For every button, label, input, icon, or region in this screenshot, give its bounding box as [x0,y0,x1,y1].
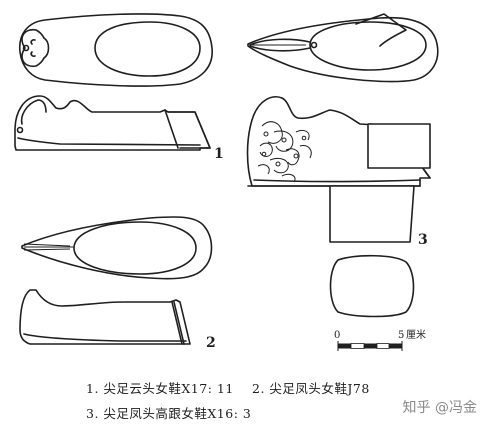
figure-label-2: 2 [206,335,216,351]
scale-end-label: 5 [398,330,404,341]
scale-unit-label: 厘米 [406,328,426,341]
shoe2-side-view [19,289,191,345]
shoe3-top-view [247,13,439,83]
caption-shoe-1: 1. 尖足云头女鞋X17: 11 [86,381,234,396]
shoe3-side-view [246,96,431,187]
figure-label-1: 1 [214,146,224,162]
figure-label-3: 3 [418,232,428,248]
shoe3-heel-top [329,254,415,318]
scale-start-label: 0 [334,330,340,341]
shoe2-top-view [21,216,213,280]
shoe1-side-view [14,95,211,151]
caption-shoe-3: 3. 尖足凤头高跟女鞋X16: 3 [86,406,252,421]
shoe1-top-view [19,13,213,87]
caption-shoe-2: 2. 尖足凤头女鞋J78 [252,381,370,396]
watermark-text: 知乎 @冯金 [402,400,477,416]
shoe3-heel-side [329,185,415,243]
scale-bar: 0 5 厘米 [334,328,426,351]
